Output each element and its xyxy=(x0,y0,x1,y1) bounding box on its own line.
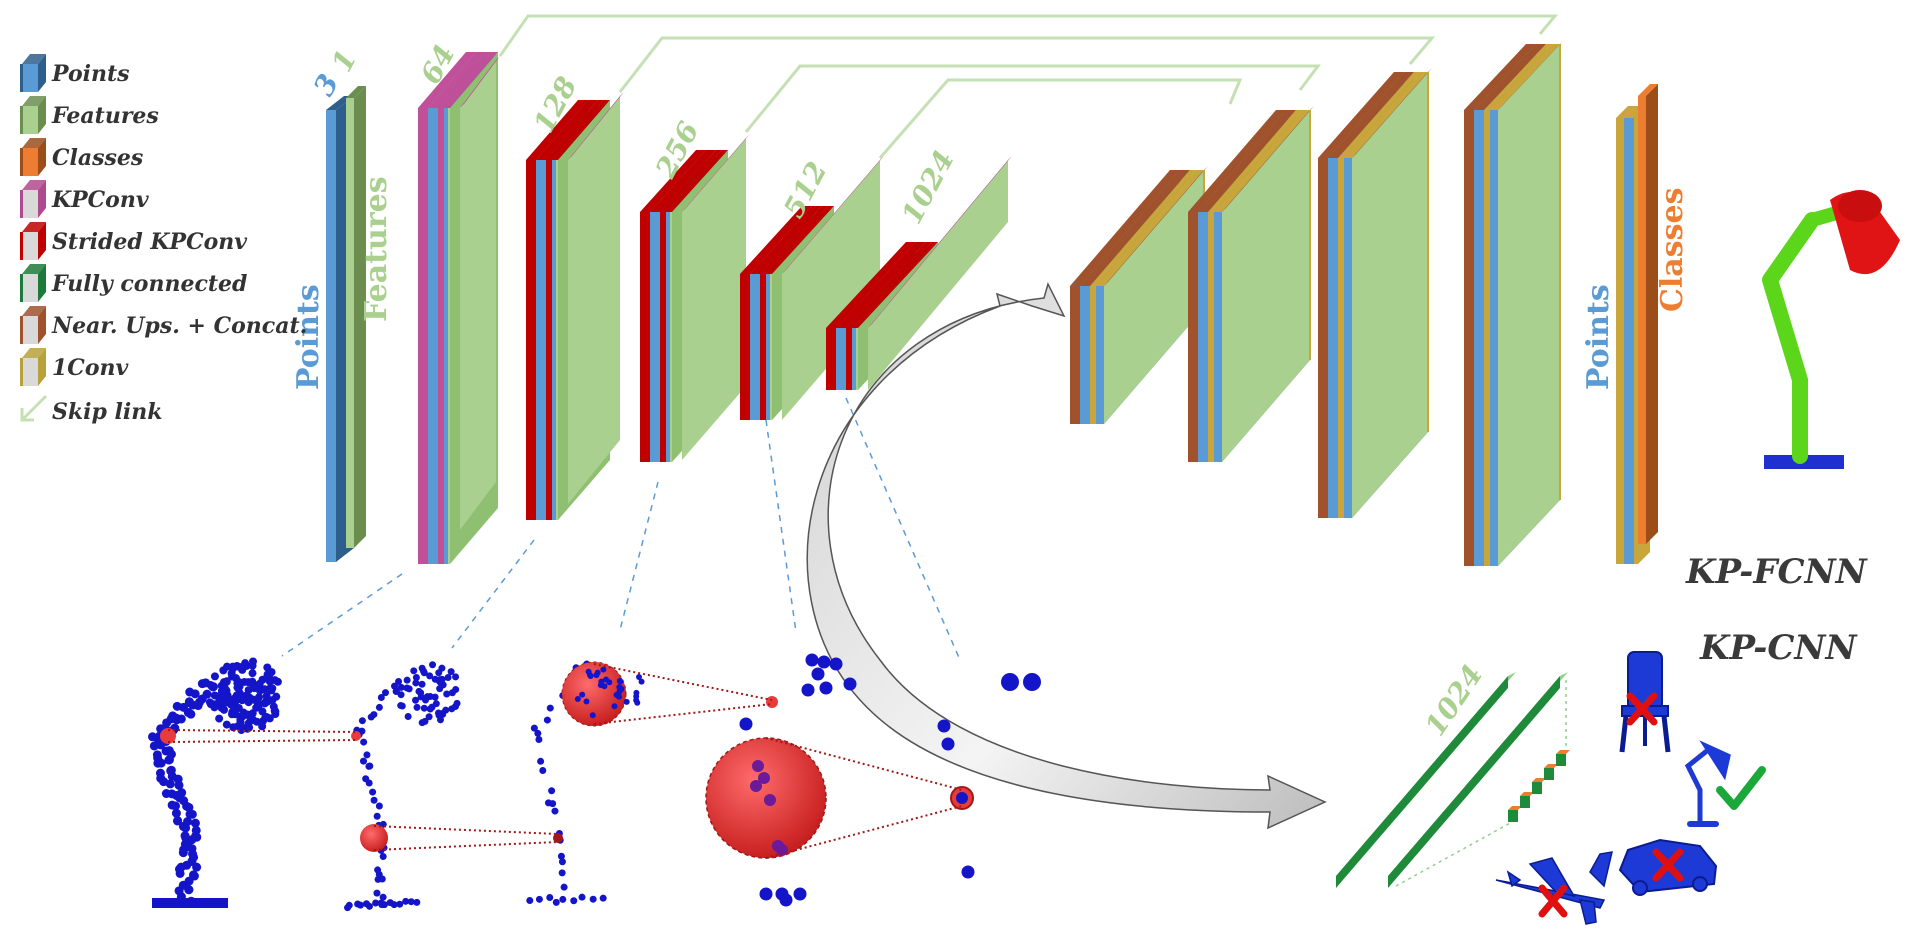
conv1-swatch xyxy=(20,348,46,386)
fc-bar-2 xyxy=(1388,672,1568,888)
layer-128-slab xyxy=(568,92,624,504)
legend-label: 1Conv xyxy=(52,355,129,381)
layer-1024-slab xyxy=(868,156,1012,390)
fc-bar-1 xyxy=(1336,672,1516,888)
class-score-3 xyxy=(1532,778,1546,794)
segmented-lamp-icon xyxy=(1762,190,1900,469)
class-score-2 xyxy=(1520,792,1534,808)
dec-64-slab xyxy=(1498,40,1564,566)
skip-links xyxy=(498,14,1559,159)
dec-128-slab xyxy=(1352,68,1432,518)
legend-item-skip-link: Skip link xyxy=(8,390,308,430)
legend-item-strided-kpconv: Strided KPConv xyxy=(8,220,308,260)
fc-dim-1024: 1024 xyxy=(1418,659,1489,742)
decoder-layers xyxy=(1070,40,1658,566)
legend-label: Points xyxy=(52,61,130,87)
pipeline-arrow xyxy=(806,281,1327,830)
output-label-points: Points xyxy=(1581,284,1616,390)
point-clouds xyxy=(148,653,1041,912)
skip-link-512 xyxy=(878,78,1243,159)
legend: Points Features Classes KPConv Strided K… xyxy=(8,52,308,432)
kpconv-swatch xyxy=(20,180,46,218)
legend-label: Strided KPConv xyxy=(52,229,248,255)
legend-label: KPConv xyxy=(52,187,149,213)
kp-fcnn-title: KP-FCNN xyxy=(1686,552,1867,592)
legend-item-kpconv: KPConv xyxy=(8,178,308,218)
input-dim-points: 3 xyxy=(307,69,345,102)
skip-link-64 xyxy=(498,14,1559,57)
class-score-1 xyxy=(1508,806,1522,822)
input-label-features: Features xyxy=(359,176,394,322)
legend-item-fully-connected: Fully connected xyxy=(8,262,308,302)
features-swatch xyxy=(20,96,46,134)
scale-guides xyxy=(281,397,961,661)
cloud-scale-3 xyxy=(526,660,778,906)
legend-item-classes: Classes xyxy=(8,136,308,176)
correct-class-check xyxy=(1716,766,1766,810)
output-classes xyxy=(1638,84,1658,544)
upsample-concat-swatch xyxy=(20,306,46,344)
skip-link-128 xyxy=(618,36,1436,93)
fc-link-1 xyxy=(1395,821,1513,887)
class-score-5 xyxy=(1556,750,1570,766)
kernel-ball-2 xyxy=(561,661,627,727)
kp-cnn-title: KP-CNN xyxy=(1700,628,1857,668)
kernel-ball-1 xyxy=(360,824,388,852)
input-label-points: Points xyxy=(291,284,326,390)
output-label-classes: Classes xyxy=(1655,188,1690,312)
dim-1024: 1024 xyxy=(895,145,961,229)
legend-label: Fully connected xyxy=(52,271,248,297)
legend-label: Classes xyxy=(52,145,144,171)
classes-swatch xyxy=(20,138,46,176)
legend-item-1conv: 1Conv xyxy=(8,346,308,386)
legend-label: Skip link xyxy=(52,399,163,425)
legend-item-features: Features xyxy=(8,94,308,134)
legend-label: Features xyxy=(52,103,159,129)
dec-256-slab xyxy=(1222,106,1314,462)
legend-item-upsample-concat: Near. Ups. + Concat. xyxy=(8,304,308,344)
class-score-4 xyxy=(1544,764,1558,780)
legend-item-points: Points xyxy=(8,52,308,92)
kernel-point xyxy=(160,728,176,744)
airplane-icon xyxy=(1495,851,1613,925)
classification-head xyxy=(1336,672,1570,888)
points-swatch xyxy=(20,54,46,92)
encoder-layers xyxy=(326,52,1012,564)
skip-link-256 xyxy=(744,64,1321,133)
fully-connected-swatch xyxy=(20,264,46,302)
lamp-icon xyxy=(1684,740,1731,827)
wrong-class-marks xyxy=(1538,692,1684,918)
layer-256-slab xyxy=(682,134,750,460)
layer-64-slab xyxy=(460,56,500,530)
skip-link-swatch xyxy=(20,394,48,422)
input-features xyxy=(346,86,366,548)
cloud-scale-2 xyxy=(344,661,461,912)
legend-label: Near. Ups. + Concat. xyxy=(52,313,308,339)
strided-kpconv-swatch xyxy=(20,222,46,260)
receptive-field-lines xyxy=(167,663,963,859)
input-dim-features: 1 xyxy=(325,45,363,78)
cloud-scale-1 xyxy=(148,657,282,908)
layer-512-slab xyxy=(782,156,884,420)
